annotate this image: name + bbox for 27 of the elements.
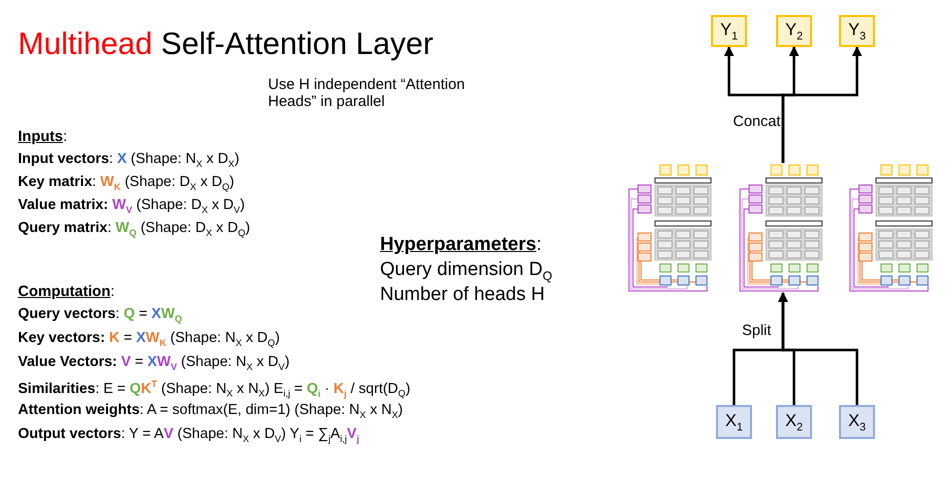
input-box: X$_{3}$ (839, 405, 875, 439)
text-line: Value matrix: W$_{V}$ (Shape: D$_{X}$ x D$_{V}$) (18, 197, 245, 215)
text-line: Number of heads H (380, 284, 545, 306)
output-box: Y$_{3}$ (839, 15, 875, 47)
text-line: Attention weights: A = softmax(E, dim=1) (Shape: N$_{X}$ x N$_{X}$) (18, 402, 403, 420)
text-line: Query vectors: Q = XW$_{Q}$ (18, 306, 182, 324)
section-heading: Computation: (18, 283, 115, 300)
connector-label: Concat (733, 113, 781, 130)
input-box: X$_{1}$ (716, 405, 752, 439)
text-line: Query dimension D$_{Q}$ (380, 259, 552, 283)
text-line: Value Vectors: V = XW$_{V}$ (Shape: N$_{X}$ x D$_{V}$) (18, 354, 290, 372)
text-line: Output vectors: Y = AV (Shape: N$_{X}$ x D$_{V}$) Y$_{i}$ = ∑$_{j}$A$_{i,j}$V$_{j}$ (18, 426, 360, 444)
output-box: Y$_{2}$ (776, 15, 812, 47)
output-box: Y$_{1}$ (711, 15, 747, 47)
arrow (782, 46, 862, 163)
text-line: Key matrix: W$_{K}$ (Shape: D$_{X}$ x D$_{Q}$) (18, 174, 234, 192)
text-line: Key vectors: K = XW$_{K}$ (Shape: N$_{X}$ x D$_{Q}$) (18, 330, 280, 348)
input-box: X$_{2}$ (776, 405, 812, 439)
section-heading: Hyperparameters: (380, 234, 542, 256)
section-heading: Inputs: (18, 128, 68, 145)
text-line: Query matrix: W$_{Q}$ (Shape: D$_{X}$ x D$_{Q}$) (18, 220, 250, 238)
note: Use H independent “Attention Heads” in parallel (268, 76, 466, 110)
arrow (778, 292, 858, 405)
text-line: Similarities: E = QK$^{T}$ (Shape: N$_{X}$ x N$_{X}$) E$_{i,j}$ = Q$_{i}$ · K$_{j}$ / sqrt(D$_{Q}$) (18, 378, 410, 399)
text-line: Input vectors: X (Shape: N$_{X}$ x D$_{X}$) (18, 151, 240, 169)
title: Multihead Self-Attention Layer (18, 26, 434, 62)
connector-label: Split (742, 322, 772, 339)
